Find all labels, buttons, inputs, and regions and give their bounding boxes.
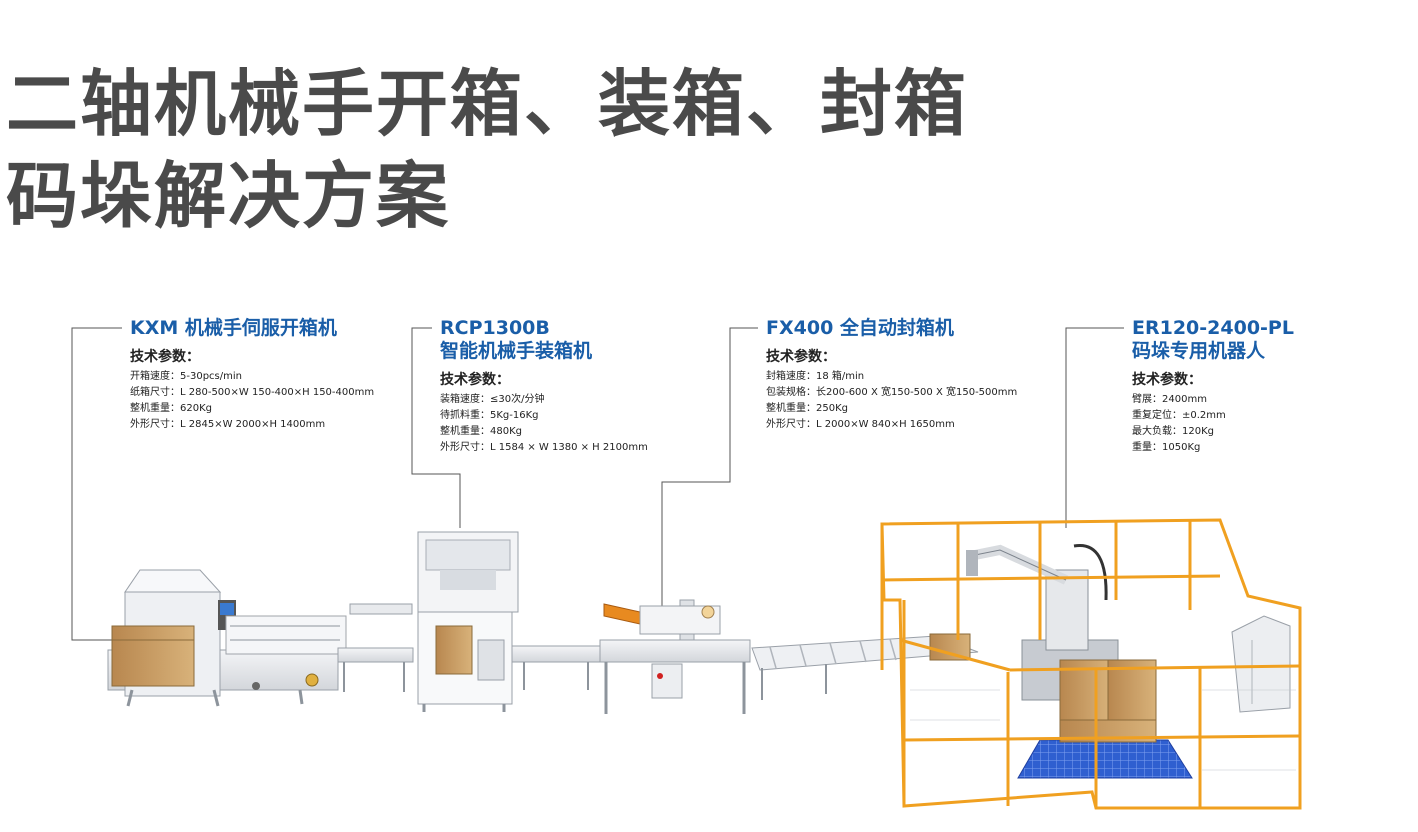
machine-name-line-2: 智能机械手装箱机 [440,340,593,362]
callout-kxm: KXM 机械手伺服开箱机 技术参数： 开箱速度：5-30pcs/min 纸箱尺寸… [130,317,374,433]
carton-stack [111,625,195,687]
sealer-tape-arm [603,603,641,625]
safety-fence [880,518,1302,810]
robot-cable [1073,543,1108,601]
machine-name: FX400 全自动封箱机 [766,317,954,339]
roller-wheel [305,673,319,687]
robot-body [1045,569,1089,651]
machine-name: KXM 机械手伺服开箱机 [130,317,337,339]
leader-er [1065,327,1124,528]
machine-kxm-case-erector [107,569,347,707]
spec-line: 纸箱尺寸：L 280-500×W 150-400×H 150-400mm [130,387,375,398]
param-label: 技术参数： [766,349,836,365]
callout-rcp: RCP1300B 智能机械手装箱机 技术参数： 装箱速度：≤30次/分钟 待抓料… [440,317,648,456]
leader-rcp [411,327,461,528]
machine-name: RCP1300B [440,317,550,339]
spec-line: 整机重量：250Kg [766,403,848,414]
spec-line: 开箱速度：5-30pcs/min [130,371,242,382]
callout-fx: FX400 全自动封箱机 技术参数： 封箱速度：18 箱/min 包装规格：长2… [766,317,1017,433]
machine-name: ER120-2400-PL [1132,317,1294,339]
title-line-1: 二轴机械手开箱、装箱、封箱 [6,62,969,146]
spec-line: 最大负载：120Kg [1132,426,1214,437]
page-title: 二轴机械手开箱、装箱、封箱 码垛解决方案 [6,58,968,242]
param-label: 技术参数： [130,349,200,365]
spec-line: 包装规格：长200-600 X 宽150-500 X 宽150-500mm [766,387,1018,398]
leader-kxm [71,327,122,641]
callout-er: ER120-2400-PL 码垛专用机器人 技术参数： 臂展：2400mm 重复… [1132,317,1294,456]
title-line-2: 码垛解决方案 [6,154,451,238]
spec-line: 装箱速度：≤30次/分钟 [440,394,545,405]
control-cabinet [1231,615,1291,713]
spec-line: 重量：1050Kg [1132,442,1201,453]
pallet [1017,739,1193,779]
param-label: 技术参数： [440,372,510,388]
spec-line: 重复定位：±0.2mm [1132,410,1226,421]
spec-line: 外形尺寸：L 2000×W 840×H 1650mm [766,419,955,430]
leader-fx [661,327,758,612]
spec-line: 外形尺寸：L 1584 × W 1380 × H 2100mm [440,442,648,453]
spec-line: 整机重量：620Kg [130,403,212,414]
spec-line: 整机重量：480Kg [440,426,522,437]
machine-rcp-case-packer [417,531,519,712]
spec-line: 外形尺寸：L 2845×W 2000×H 1400mm [130,419,326,430]
spec-line: 待抓料重：5Kg-16Kg [440,410,539,421]
machine-name-line-2: 码垛专用机器人 [1132,340,1266,362]
param-label: 技术参数： [1132,372,1202,388]
conveyor-segment-1 [337,603,414,692]
machine-fx400-case-sealer [599,599,751,714]
spec-line: 封箱速度：18 箱/min [766,371,865,382]
spec-line: 臂展：2400mm [1132,394,1207,405]
fence-mesh [910,689,1296,771]
conveyor-segment-2 [511,645,603,690]
